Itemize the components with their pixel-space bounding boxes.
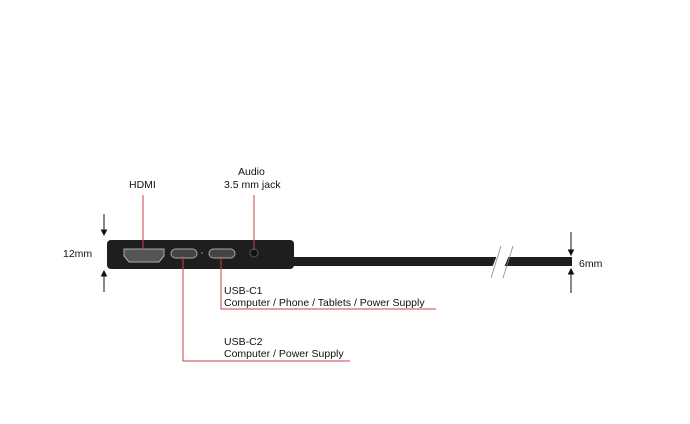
usbc2-description: Computer / Power Supply bbox=[224, 348, 344, 360]
usbc2-port bbox=[170, 248, 198, 259]
audio-label: Audio bbox=[238, 166, 265, 178]
thickness-12mm-label: 12mm bbox=[63, 248, 93, 260]
usbc1-leader bbox=[220, 256, 436, 310]
usbc1-port bbox=[208, 248, 236, 259]
hdmi-port bbox=[123, 248, 165, 263]
usbc1-title: USB-C1 bbox=[224, 285, 263, 297]
dimension-arrows bbox=[100, 214, 575, 293]
usbc2-title: USB-C2 bbox=[224, 336, 263, 348]
audio-jack bbox=[249, 248, 259, 258]
led-indicator bbox=[200, 251, 204, 255]
leader-lines bbox=[142, 195, 436, 362]
device-body bbox=[107, 240, 572, 279]
usbc1-description: Computer / Phone / Tablets / Power Suppl… bbox=[224, 297, 425, 309]
hdmi-label: HDMI bbox=[129, 179, 156, 191]
audio-sublabel: 3.5 mm jack bbox=[224, 179, 281, 191]
usbc2-leader bbox=[182, 256, 350, 362]
thickness-6mm-label: 6mm bbox=[579, 258, 603, 270]
